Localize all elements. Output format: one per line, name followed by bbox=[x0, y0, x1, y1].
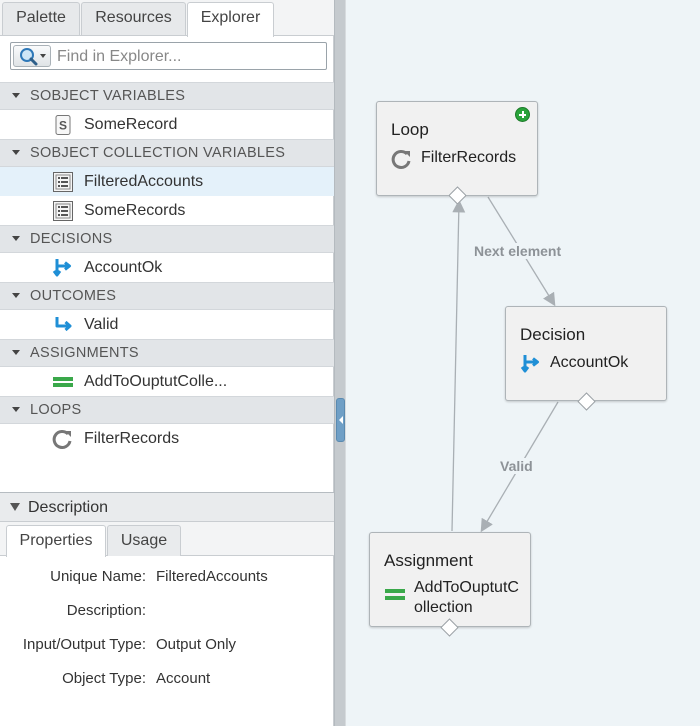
tree-item-filterrecords[interactable]: FilterRecords bbox=[0, 424, 334, 453]
explorer-tree: SOBJECT VARIABLES S SomeRecord SOBJECT C… bbox=[0, 82, 334, 453]
flow-canvas[interactable]: Next element Valid Loop FilterRecords De… bbox=[346, 0, 700, 726]
property-value: Account bbox=[156, 670, 211, 687]
property-row: Description: bbox=[0, 594, 334, 628]
edge-label-valid: Valid bbox=[498, 458, 535, 474]
tree-item-label: SomeRecords bbox=[84, 202, 186, 219]
description-tabs: Properties Usage bbox=[0, 522, 334, 557]
node-label: AddToOuptutC bbox=[414, 579, 519, 596]
tree-item-valid[interactable]: Valid bbox=[0, 310, 334, 339]
properties-list: Unique Name: FilteredAccounts Descriptio… bbox=[0, 560, 334, 696]
node-title: Decision bbox=[520, 325, 586, 344]
group-label: LOOPS bbox=[30, 402, 82, 418]
tree-item-label: SomeRecord bbox=[84, 116, 178, 133]
tab-explorer[interactable]: Explorer bbox=[187, 2, 274, 37]
node-title: Loop bbox=[391, 120, 429, 139]
node-label: FilterRecords bbox=[421, 149, 517, 166]
tree-item-label: AddToOuptutColle... bbox=[84, 373, 228, 390]
property-row: Unique Name: FilteredAccounts bbox=[0, 560, 334, 594]
collapse-caret-icon bbox=[12, 406, 20, 412]
decision-icon bbox=[520, 355, 539, 373]
collapse-caret-icon bbox=[12, 292, 20, 298]
property-label: Description: bbox=[66, 602, 146, 619]
collapse-caret-icon bbox=[12, 149, 20, 155]
assignment-icon bbox=[53, 377, 73, 387]
property-label: Input/Output Type: bbox=[22, 636, 146, 653]
property-value: FilteredAccounts bbox=[156, 568, 268, 585]
loop-icon bbox=[52, 429, 72, 449]
property-label: Object Type: bbox=[62, 670, 146, 687]
node-title: Assignment bbox=[384, 551, 473, 570]
decision-node[interactable]: Decision AccountOk bbox=[505, 306, 667, 401]
loop-icon bbox=[391, 149, 411, 169]
panel-splitter[interactable] bbox=[334, 0, 346, 726]
search-options-button[interactable] bbox=[13, 45, 51, 67]
group-label: ASSIGNMENTS bbox=[30, 345, 139, 361]
group-label: SOBJECT VARIABLES bbox=[30, 88, 186, 104]
outcome-icon bbox=[55, 317, 72, 332]
property-value: Output Only bbox=[156, 636, 237, 653]
edge-label-next-element: Next element bbox=[472, 243, 564, 259]
collapse-triangle-icon bbox=[10, 503, 20, 511]
tree-item-label: FilteredAccounts bbox=[84, 173, 204, 190]
group-label: SOBJECT COLLECTION VARIABLES bbox=[30, 145, 286, 161]
tab-palette[interactable]: Palette bbox=[2, 2, 80, 35]
tree-item-addtoouptutcollection[interactable]: AddToOuptutColle... bbox=[0, 367, 334, 396]
property-row: Input/Output Type: Output Only bbox=[0, 628, 334, 662]
group-header-loops[interactable]: LOOPS bbox=[0, 396, 334, 424]
panel-tabs: Palette Resources Explorer bbox=[0, 0, 334, 37]
search-box bbox=[10, 42, 327, 70]
collapse-caret-icon bbox=[12, 92, 20, 98]
svg-text:S: S bbox=[59, 119, 67, 133]
assignment-node[interactable]: Assignment AddToOuptutC ollection bbox=[369, 532, 531, 627]
group-header-sobject-collection-variables[interactable]: SOBJECT COLLECTION VARIABLES bbox=[0, 139, 334, 167]
description-section-header[interactable]: Description bbox=[0, 492, 334, 522]
assignment-icon bbox=[385, 589, 405, 600]
group-label: OUTCOMES bbox=[30, 288, 117, 304]
description-header-label: Description bbox=[28, 499, 109, 516]
tree-item-label: FilterRecords bbox=[84, 430, 180, 447]
sobject-variable-icon: S bbox=[55, 115, 71, 135]
group-header-decisions[interactable]: DECISIONS bbox=[0, 225, 334, 253]
group-header-assignments[interactable]: ASSIGNMENTS bbox=[0, 339, 334, 367]
search-input[interactable] bbox=[57, 46, 322, 67]
tree-item-label: Valid bbox=[84, 316, 119, 333]
search-icon bbox=[20, 48, 46, 66]
tab-resources[interactable]: Resources bbox=[81, 2, 186, 35]
tree-item-filteredaccounts[interactable]: FilteredAccounts bbox=[0, 167, 334, 196]
collapse-panel-handle[interactable] bbox=[336, 398, 345, 442]
tab-properties[interactable]: Properties bbox=[6, 525, 106, 557]
add-connector-icon[interactable] bbox=[515, 107, 530, 122]
collection-variable-icon bbox=[53, 201, 73, 221]
group-header-outcomes[interactable]: OUTCOMES bbox=[0, 282, 334, 310]
tree-item-somerecord[interactable]: S SomeRecord bbox=[0, 110, 334, 139]
collapse-caret-icon bbox=[12, 235, 20, 241]
explorer-panel: Palette Resources Explorer SOBJECT VARIA… bbox=[0, 0, 334, 726]
node-label: AccountOk bbox=[550, 354, 629, 371]
node-label: ollection bbox=[414, 599, 473, 616]
connector-loop-back[interactable] bbox=[451, 199, 466, 532]
tree-item-accountok[interactable]: AccountOk bbox=[0, 253, 334, 282]
collapse-caret-icon bbox=[12, 349, 20, 355]
property-label: Unique Name: bbox=[50, 568, 146, 585]
group-header-sobject-variables[interactable]: SOBJECT VARIABLES bbox=[0, 82, 334, 110]
decision-icon bbox=[52, 259, 71, 277]
collection-variable-icon bbox=[53, 172, 73, 192]
group-label: DECISIONS bbox=[30, 231, 113, 247]
tab-usage[interactable]: Usage bbox=[107, 525, 181, 556]
tree-item-somerecords[interactable]: SomeRecords bbox=[0, 196, 334, 225]
property-row: Object Type: Account bbox=[0, 662, 334, 696]
tree-item-label: AccountOk bbox=[84, 259, 163, 276]
loop-node[interactable]: Loop FilterRecords bbox=[376, 101, 538, 196]
